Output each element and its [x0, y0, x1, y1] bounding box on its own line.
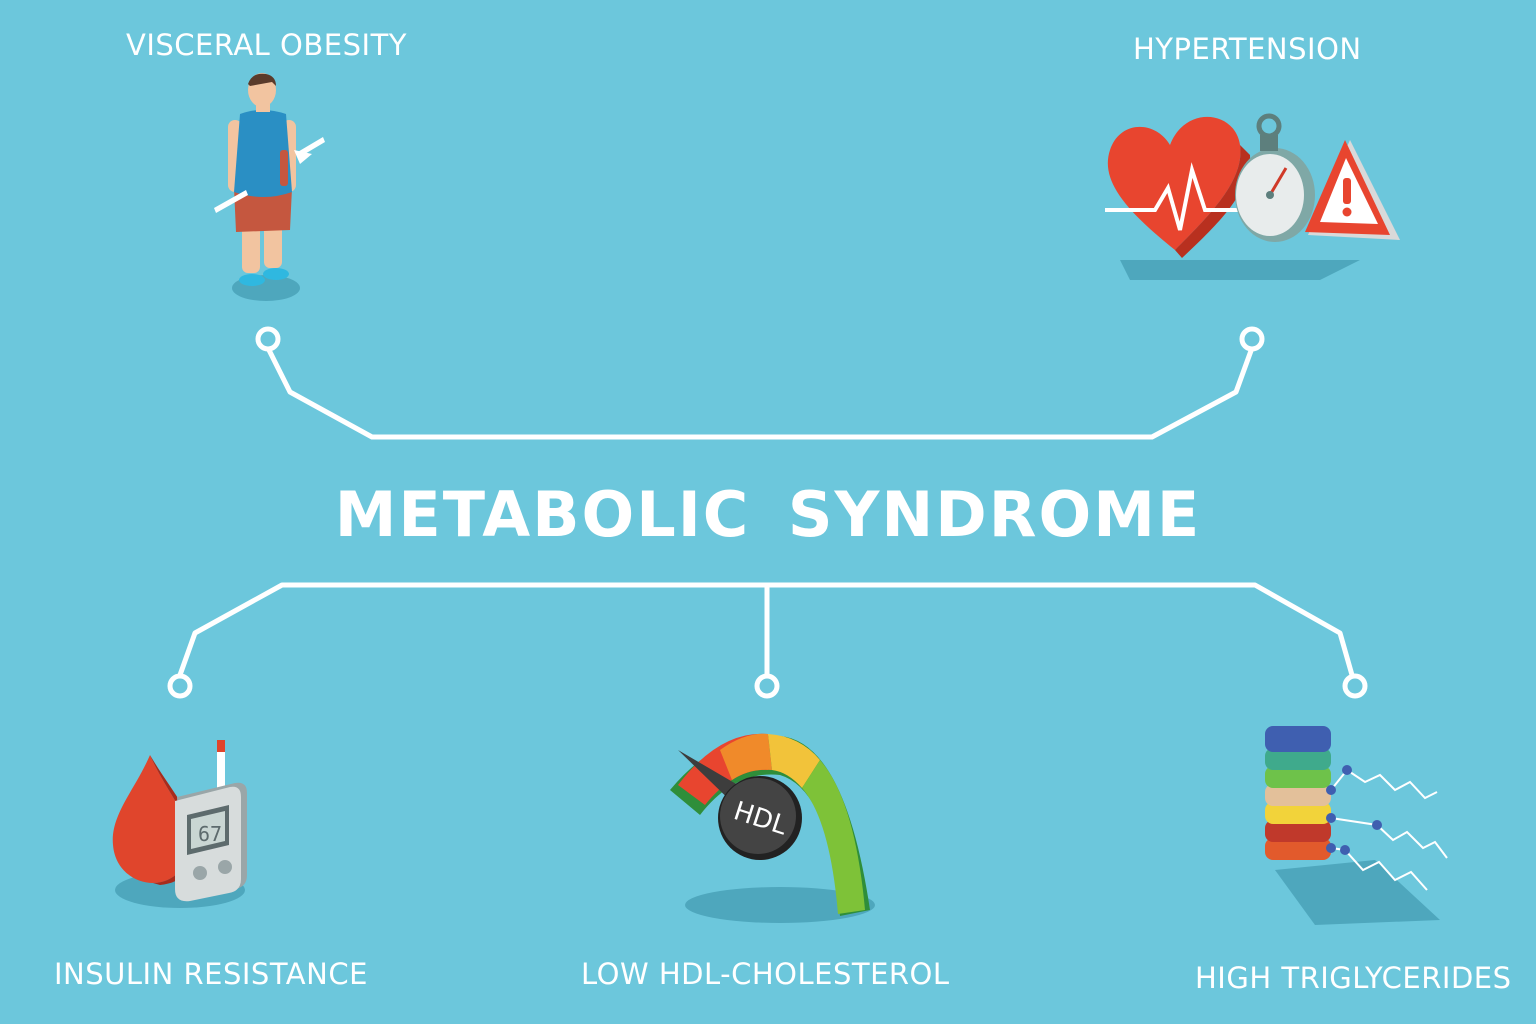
meter-reading: 67 [198, 822, 222, 846]
label-hypertension: HYPERTENSION [1133, 32, 1362, 66]
label-high-triglycerides: HIGH TRIGLYCERIDES [1195, 961, 1512, 995]
top-connector [265, 346, 1255, 440]
label-insulin-resistance: INSULIN RESISTANCE [54, 957, 368, 991]
lipid-layers-icon [1265, 726, 1448, 925]
page-title: METABOLIC SYNDROME [334, 478, 1202, 551]
label-low-hdl: LOW HDL-CHOLESTEROL [581, 957, 950, 991]
person-icon [214, 73, 325, 301]
hypertension-icon-group [1105, 113, 1400, 280]
node-high-triglycerides [1342, 673, 1368, 699]
insulin-resistance-icon-group: 67 [112, 740, 247, 908]
node-low-hdl [754, 673, 780, 699]
warning-icon [1305, 140, 1400, 240]
node-visceral-obesity [255, 326, 281, 352]
node-insulin-resistance [167, 673, 193, 699]
label-visceral-obesity: VISCERAL OBESITY [126, 28, 407, 62]
stopwatch-icon [1235, 113, 1315, 242]
node-hypertension [1239, 326, 1265, 352]
heart-icon [1107, 116, 1241, 251]
hdl-gauge-icon: HDL [670, 733, 875, 923]
glucose-meter-icon: 67 [175, 740, 247, 902]
blood-drop-icon [112, 755, 190, 883]
